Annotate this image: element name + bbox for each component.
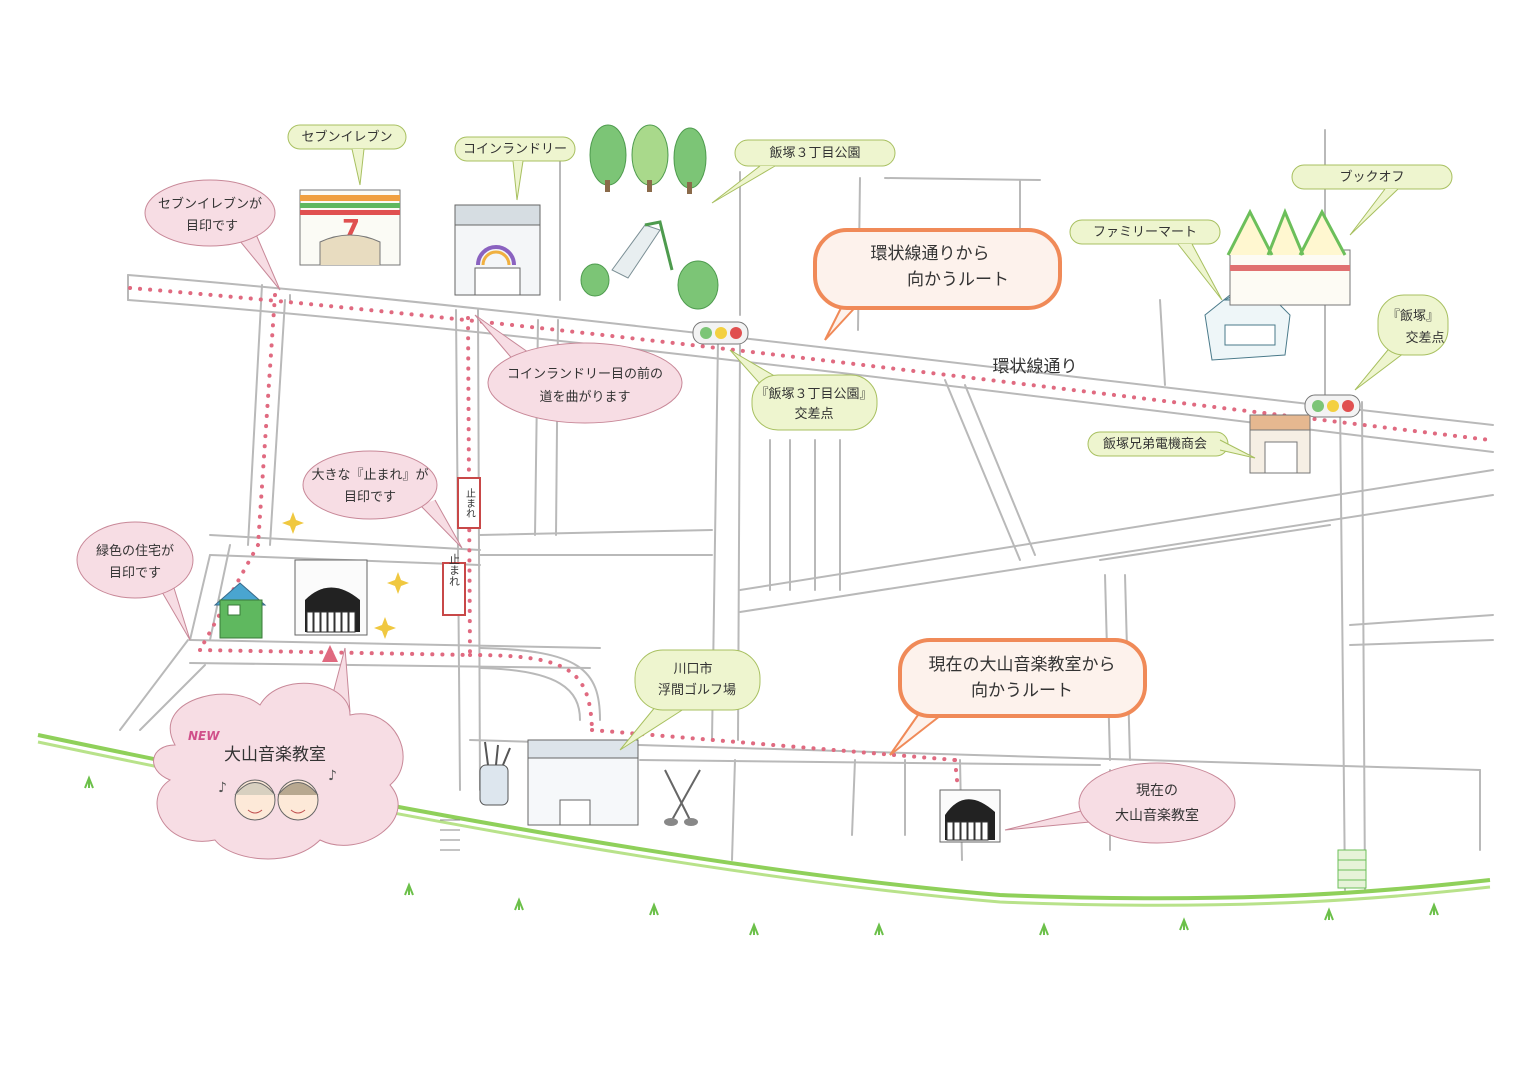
svg-text:緑色の住宅が: 緑色の住宅が (96, 543, 174, 559)
slide-icon (611, 220, 674, 279)
svg-text:現在の: 現在の (1136, 783, 1178, 799)
tree-icon (589, 124, 627, 192)
ring-road-label: 環状線通り (993, 357, 1078, 377)
svg-text:セブンイレブン: セブンイレブン (301, 129, 392, 145)
callout-current-route: 現在の大山音楽教室から 向かうルート (889, 638, 1147, 756)
svg-text:コインランドリー目の前の: コインランドリー目の前の (507, 366, 663, 382)
callout-new-school: NEW 大山音楽教室 ♪ ♪ (153, 647, 404, 860)
stop-sign-label: 止まれ (464, 488, 476, 518)
park (580, 124, 719, 310)
current-school-building (939, 789, 1001, 843)
svg-text:向かうルート: 向かうルート (907, 270, 1009, 290)
tree-icon (677, 260, 719, 310)
svg-text:目印です: 目印です (186, 219, 238, 234)
svg-text:ブックオフ: ブックオフ (1339, 169, 1404, 185)
location-marker-icon (322, 645, 338, 662)
svg-text:『飯塚』: 『飯塚』 (1387, 309, 1439, 324)
svg-text:飯塚兄弟電機商会: 飯塚兄弟電機商会 (1103, 437, 1207, 452)
new-school-building (294, 559, 368, 636)
road-network (119, 129, 1494, 891)
label-iizuka-crossing: 『飯塚』 交差点 (1354, 294, 1449, 391)
new-school-name: 大山音楽教室 (224, 745, 326, 765)
callout-ring-route: 環状線通りから 向かうルート (813, 228, 1062, 341)
label-seven-eleven: セブンイレブン (287, 124, 407, 186)
svg-text:浮間ゴルフ場: 浮間ゴルフ場 (658, 682, 736, 698)
golf-course-building (527, 739, 639, 826)
traffic-light-icon (1304, 394, 1361, 418)
svg-text:目印です: 目印です (109, 566, 161, 581)
tree-icon (580, 263, 610, 297)
svg-text:向かうルート: 向かうルート (971, 681, 1073, 701)
svg-text:現在の大山音楽教室から: 現在の大山音楽教室から (929, 655, 1116, 675)
golf-clubs-icon (664, 769, 701, 826)
stairs-icon (1337, 849, 1367, 889)
svg-text:飯塚３丁目公園: 飯塚３丁目公園 (769, 146, 860, 161)
callout-green-house: 緑色の住宅が 目印です (76, 521, 194, 641)
svg-text:ファミリーマート: ファミリーマート (1093, 225, 1197, 240)
callout-current-school: 現在の 大山音楽教室 (1004, 762, 1236, 844)
label-electric-shop: 飯塚兄弟電機商会 (1087, 431, 1256, 459)
svg-text:コインランドリー: コインランドリー (463, 142, 567, 157)
sparkle-icons (282, 512, 409, 639)
book-off-building (1226, 208, 1351, 306)
svg-text:大きな『止まれ』が: 大きな『止まれ』が (311, 468, 428, 483)
callout-laundry-turn: コインランドリー目の前の 道を曲がります (474, 314, 683, 424)
label-book-off: ブックオフ (1291, 164, 1453, 236)
svg-text:『飯塚３丁目公園』: 『飯塚３丁目公園』 (755, 387, 872, 402)
green-house (213, 582, 267, 639)
tree-icon (631, 124, 669, 192)
label-park-crossing: 『飯塚３丁目公園』 交差点 (729, 349, 878, 431)
svg-text:交差点: 交差点 (1405, 330, 1444, 346)
svg-text:環状線通りから: 環状線通りから (871, 244, 990, 264)
traffic-light-icon (692, 321, 749, 345)
svg-text:目印です: 目印です (344, 490, 396, 505)
new-badge: NEW (188, 729, 220, 743)
music-note-icon: ♪ (328, 768, 337, 784)
stairs-icon (440, 819, 460, 851)
svg-text:川口市: 川口市 (673, 661, 712, 677)
svg-text:交差点: 交差点 (794, 406, 833, 422)
music-note-icon: ♪ (218, 780, 227, 796)
coin-laundry-building (454, 204, 541, 296)
electric-shop-building (1249, 414, 1311, 474)
label-coin-laundry: コインランドリー (454, 136, 576, 201)
children-illustration (234, 779, 319, 821)
stop-sign: 止まれ (442, 553, 466, 616)
seven-eleven-building: 7 (299, 189, 401, 266)
stop-sign-label: 止まれ (448, 553, 461, 586)
stop-sign: 止まれ (457, 477, 481, 529)
callout-seven-eleven-landmark: セブンイレブンが 目印です (144, 179, 281, 291)
label-golf-course: 川口市 浮間ゴルフ場 (619, 649, 761, 751)
golf-bag-icon (479, 741, 511, 806)
svg-text:大山音楽教室: 大山音楽教室 (1115, 807, 1199, 824)
callout-stop-landmark: 大きな『止まれ』が 目印です (302, 450, 463, 549)
svg-text:セブンイレブンが: セブンイレブンが (158, 196, 262, 212)
tree-icon (673, 127, 707, 194)
svg-text:道を曲がります: 道を曲がります (539, 390, 630, 405)
label-park: 飯塚３丁目公園 (711, 139, 896, 204)
label-family-mart: ファミリーマート (1069, 219, 1223, 301)
